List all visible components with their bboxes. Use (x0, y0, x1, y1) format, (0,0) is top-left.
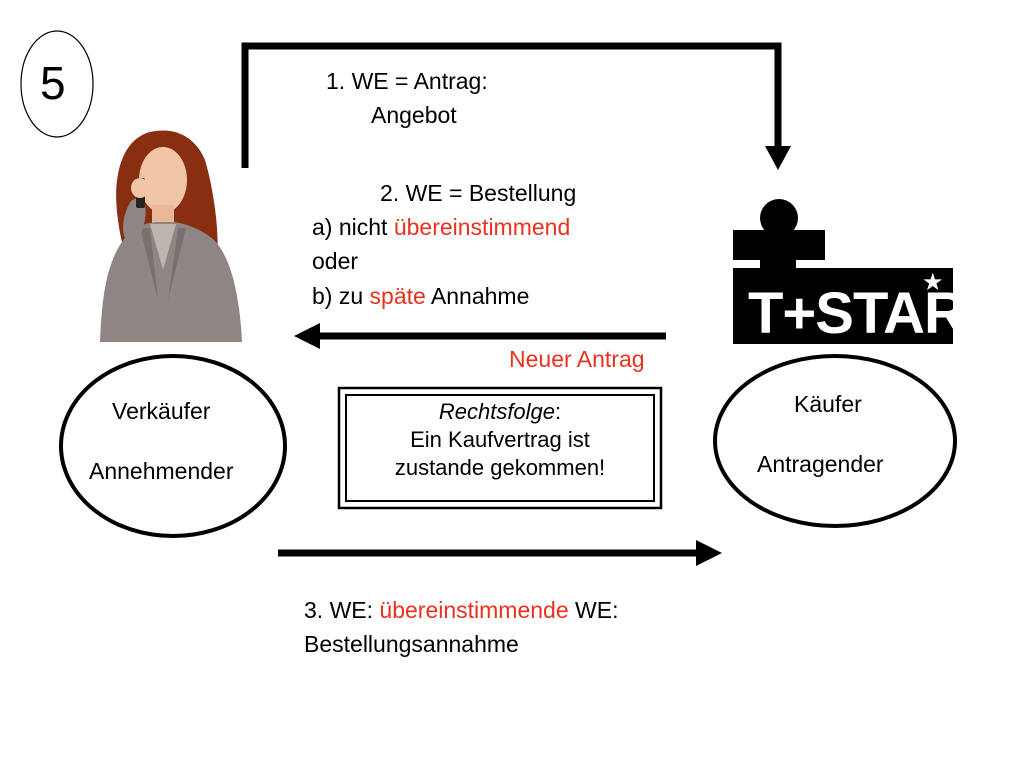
result-line3: zustande gekommen! (394, 455, 606, 481)
step2-option-a: a) nicht übereinstimmend (312, 214, 570, 242)
step2-option-a-prefix: a) nicht (312, 214, 394, 240)
step1-title: 1. WE = Antrag: (326, 68, 488, 94)
offer-arrow-line (241, 42, 782, 168)
buyer-sub: Antragender (757, 451, 884, 477)
step2-title: 2. WE = Bestellung (380, 180, 577, 206)
slide-number: 5 (40, 57, 66, 109)
tstar-star-icon: ★ (922, 269, 944, 296)
tstar-logo-text: T+STAR (748, 281, 966, 346)
tstar-logo (733, 199, 953, 344)
buyer-ellipse (713, 354, 957, 528)
counter-offer-arrow-head (294, 323, 320, 349)
step2-option-b-highlight: späte (369, 283, 426, 309)
step1-subtitle: Angebot (371, 102, 457, 128)
step3-suffix: WE: (568, 597, 619, 623)
seller-woman-illustration (100, 130, 242, 342)
result-box-inner (345, 394, 655, 502)
step2-option-a-highlight: übereinstimmend (393, 214, 571, 240)
new-offer-label: Neuer Antrag (509, 346, 645, 372)
result-label-line: Rechtsfolge: (346, 398, 654, 426)
step2-option-b-suffix: Annahme (425, 283, 530, 309)
result-colon: : (555, 399, 562, 424)
offer-arrow-head (765, 146, 791, 170)
step3-highlight: übereinstimmende (379, 597, 569, 623)
result-box-outer (337, 386, 663, 510)
step3-title: 3. WE: übereinstimmende WE: (304, 597, 618, 625)
step2-oder: oder (312, 248, 359, 274)
slide-number-circle (20, 30, 94, 138)
buyer-role: Käufer (794, 391, 862, 417)
result-box: Rechtsfolge: Ein Kaufvertrag ist zustand… (346, 398, 654, 482)
seller-role: Verkäufer (112, 398, 211, 424)
acceptance-arrow-head (696, 540, 722, 566)
seller-sub: Annehmender (89, 458, 234, 484)
step3-subtitle: Bestellungsannahme (304, 631, 519, 657)
step2-option-b-prefix: b) zu (312, 283, 370, 309)
step2-option-b: b) zu späte Annahme (312, 283, 529, 311)
result-label: Rechtsfolge (438, 399, 556, 424)
step3-prefix: 3. WE: (304, 597, 380, 623)
seller-ellipse (59, 354, 287, 538)
result-line2: Ein Kaufvertrag ist (410, 427, 590, 453)
